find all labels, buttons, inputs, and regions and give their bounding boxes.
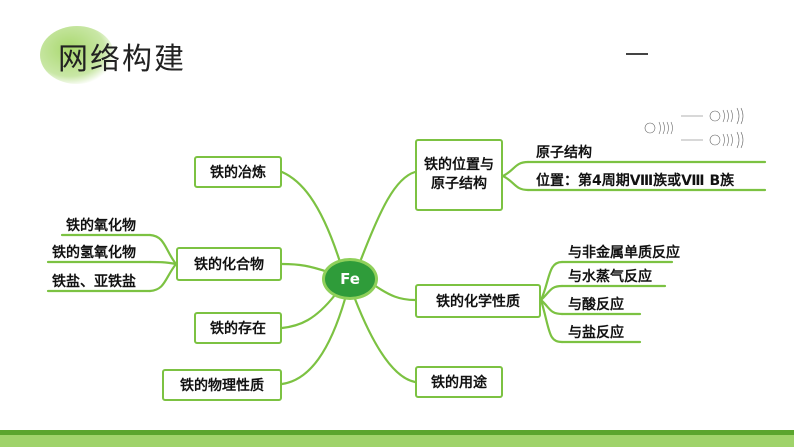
footer-bar-light [0, 435, 794, 447]
leaf-acid-reaction: 与酸反应 [568, 297, 624, 313]
leaf-atomic-structure: 原子结构 [536, 145, 592, 161]
leaf-steam-reaction: 与水蒸气反应 [568, 269, 652, 285]
node-compounds: 铁的化合物 [176, 247, 282, 281]
node-chemical-properties: 铁的化学性质 [415, 284, 541, 318]
center-node-fe: Fe [322, 258, 378, 300]
leaf-hydroxides: 铁的氢氧化物 [52, 245, 136, 261]
node-position-structure: 铁的位置与原子结构 [415, 139, 503, 211]
footer-bar-dark [0, 430, 794, 435]
node-uses: 铁的用途 [415, 366, 503, 398]
leaf-salt-reaction: 与盐反应 [568, 325, 624, 341]
leaf-nonmetal-reaction: 与非金属单质反应 [568, 245, 680, 261]
leaf-oxides: 铁的氧化物 [66, 218, 136, 234]
atomic-structure-figure [644, 107, 744, 149]
title-dash [626, 53, 648, 55]
node-physical: 铁的物理性质 [162, 369, 282, 401]
title-decoration [40, 26, 114, 84]
node-smelting: 铁的冶炼 [194, 156, 282, 188]
leaf-period-group: 位置：第4周期Ⅷ族或Ⅷ B族 [536, 173, 735, 189]
node-existence: 铁的存在 [194, 312, 282, 344]
page-title: 网络构建 [58, 42, 186, 77]
leaf-salts: 铁盐、亚铁盐 [52, 274, 136, 290]
